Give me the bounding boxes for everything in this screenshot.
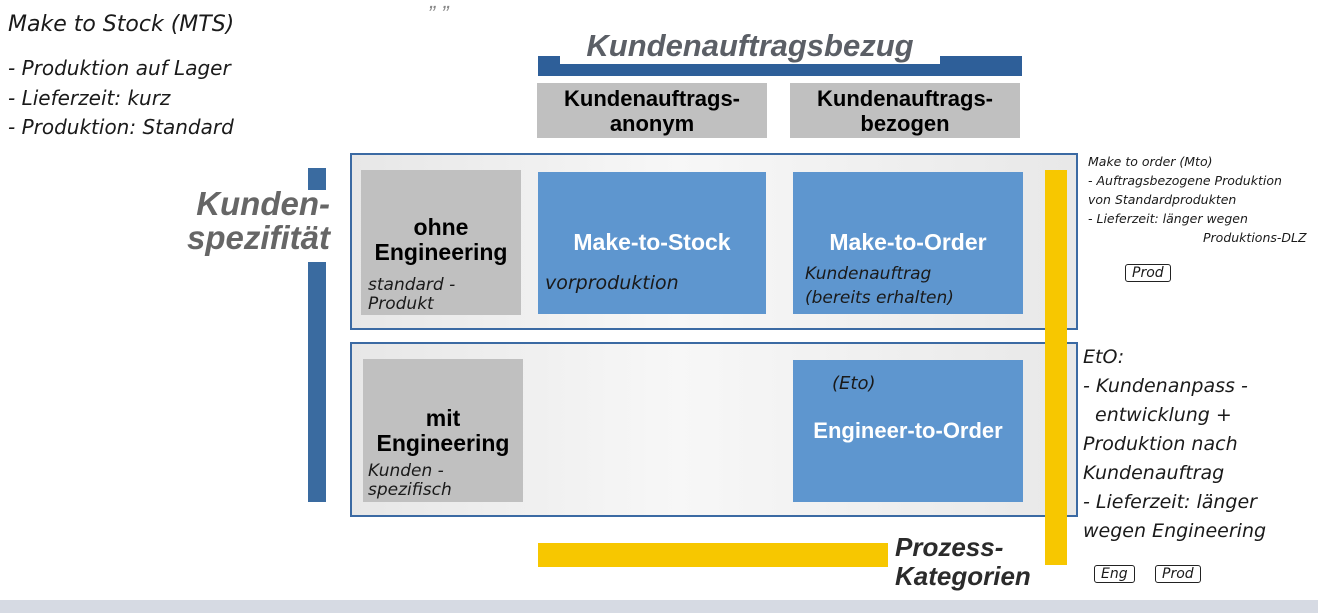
box-engineer-to-order: Engineer-to-Order <box>793 360 1023 502</box>
bottom-band <box>0 600 1318 613</box>
row-label-line: ohne <box>413 214 469 240</box>
note-mts-line: - Lieferzeit: kurz <box>8 86 171 110</box>
column-header-anonym: Kundenauftrags- anonym <box>537 83 767 138</box>
note-mto-line: Make to order (Mto) <box>1088 154 1213 169</box>
note-mts-line: - Produktion auf Lager <box>8 56 231 80</box>
process-bar-vertical <box>1045 170 1067 565</box>
note-mto-tag: Prod <box>1125 264 1171 282</box>
column-header-line: anonym <box>609 110 695 136</box>
note-mto-line: von Standardprodukten <box>1088 192 1237 207</box>
box-title: Engineer-to-Order <box>813 418 1003 443</box>
process-label: Prozess- Kategorien <box>895 533 1031 591</box>
column-header-bezogen: Kundenauftrags- bezogen <box>790 83 1020 138</box>
note-eto-tag-prod: Prod <box>1155 565 1201 583</box>
side-label-line: spezifität <box>186 219 330 256</box>
process-label-line: Prozess- <box>895 532 1004 562</box>
box-note-line: Kundenauftrag <box>805 264 932 284</box>
box-title: Make-to-Order <box>829 229 987 255</box>
row-note-line: Kunden - <box>368 461 444 481</box>
process-label-line: Kategorien <box>895 561 1031 591</box>
note-eto-line: - Kundenanpass - <box>1083 375 1248 397</box>
note-eto-line: EtO: <box>1083 346 1125 368</box>
side-label-line: Kunden- <box>196 185 330 222</box>
row-note-mit: Kunden - spezifisch <box>368 462 452 500</box>
row-note-line: spezifisch <box>368 480 452 500</box>
side-label: Kunden- spezifität <box>150 187 330 255</box>
note-eto-tag-eng: Eng <box>1094 565 1135 583</box>
box-note-mto: Kundenauftrag (bereits erhalten) <box>805 262 954 310</box>
note-eto-line: Kundenauftrag <box>1083 462 1225 484</box>
side-bar <box>308 262 326 502</box>
column-header-line: Kundenauftrags- <box>564 85 740 111</box>
box-make-to-stock: Make-to-Stock <box>538 172 766 314</box>
process-bar-horizontal <box>538 543 888 567</box>
box-title: Make-to-Stock <box>573 229 731 255</box>
note-mts-line: - Produktion: Standard <box>8 115 234 139</box>
note-eto-line: - Lieferzeit: länger <box>1083 491 1257 513</box>
header-title: Kundenauftragsbezug <box>560 28 940 64</box>
note-mts-title: Make to Stock (MTS) <box>8 12 235 37</box>
box-make-to-order: Make-to-Order <box>793 172 1023 314</box>
box-note-eto: (Eto) <box>832 373 876 394</box>
row-note-line: standard - <box>368 275 456 295</box>
column-header-line: Kundenauftrags- <box>817 85 993 111</box>
box-note-line: (bereits erhalten) <box>805 288 954 308</box>
column-header-line: bezogen <box>860 110 950 136</box>
row-label-line: Engineering <box>376 430 510 456</box>
note-mto-line: Produktions-DLZ <box>1203 230 1307 245</box>
box-note-mts: vorproduktion <box>545 272 679 294</box>
row-label-ohne: ohne Engineering <box>361 170 521 315</box>
note-mto: Make to order (Mto) - Auftragsbezogene P… <box>1088 152 1307 247</box>
row-note-ohne: standard - Produkt <box>368 276 455 314</box>
note-eto: EtO: - Kundenanpass - entwicklung + Prod… <box>1083 343 1266 546</box>
row-note-line: Produkt <box>368 294 434 314</box>
note-eto-line: wegen Engineering <box>1083 520 1267 542</box>
row-label-line: Engineering <box>374 239 508 265</box>
cropped-top-text: „ „ <box>430 0 451 13</box>
note-mto-line: - Lieferzeit: länger wegen <box>1088 211 1248 226</box>
note-eto-line: Produktion nach <box>1083 433 1238 455</box>
note-eto-line: entwicklung + <box>1095 404 1232 426</box>
side-bar-top <box>308 168 326 190</box>
note-mto-line: - Auftragsbezogene Produktion <box>1088 173 1282 188</box>
row-label-line: mit <box>425 405 461 431</box>
row-label-mit: mit Engineering <box>363 359 523 502</box>
